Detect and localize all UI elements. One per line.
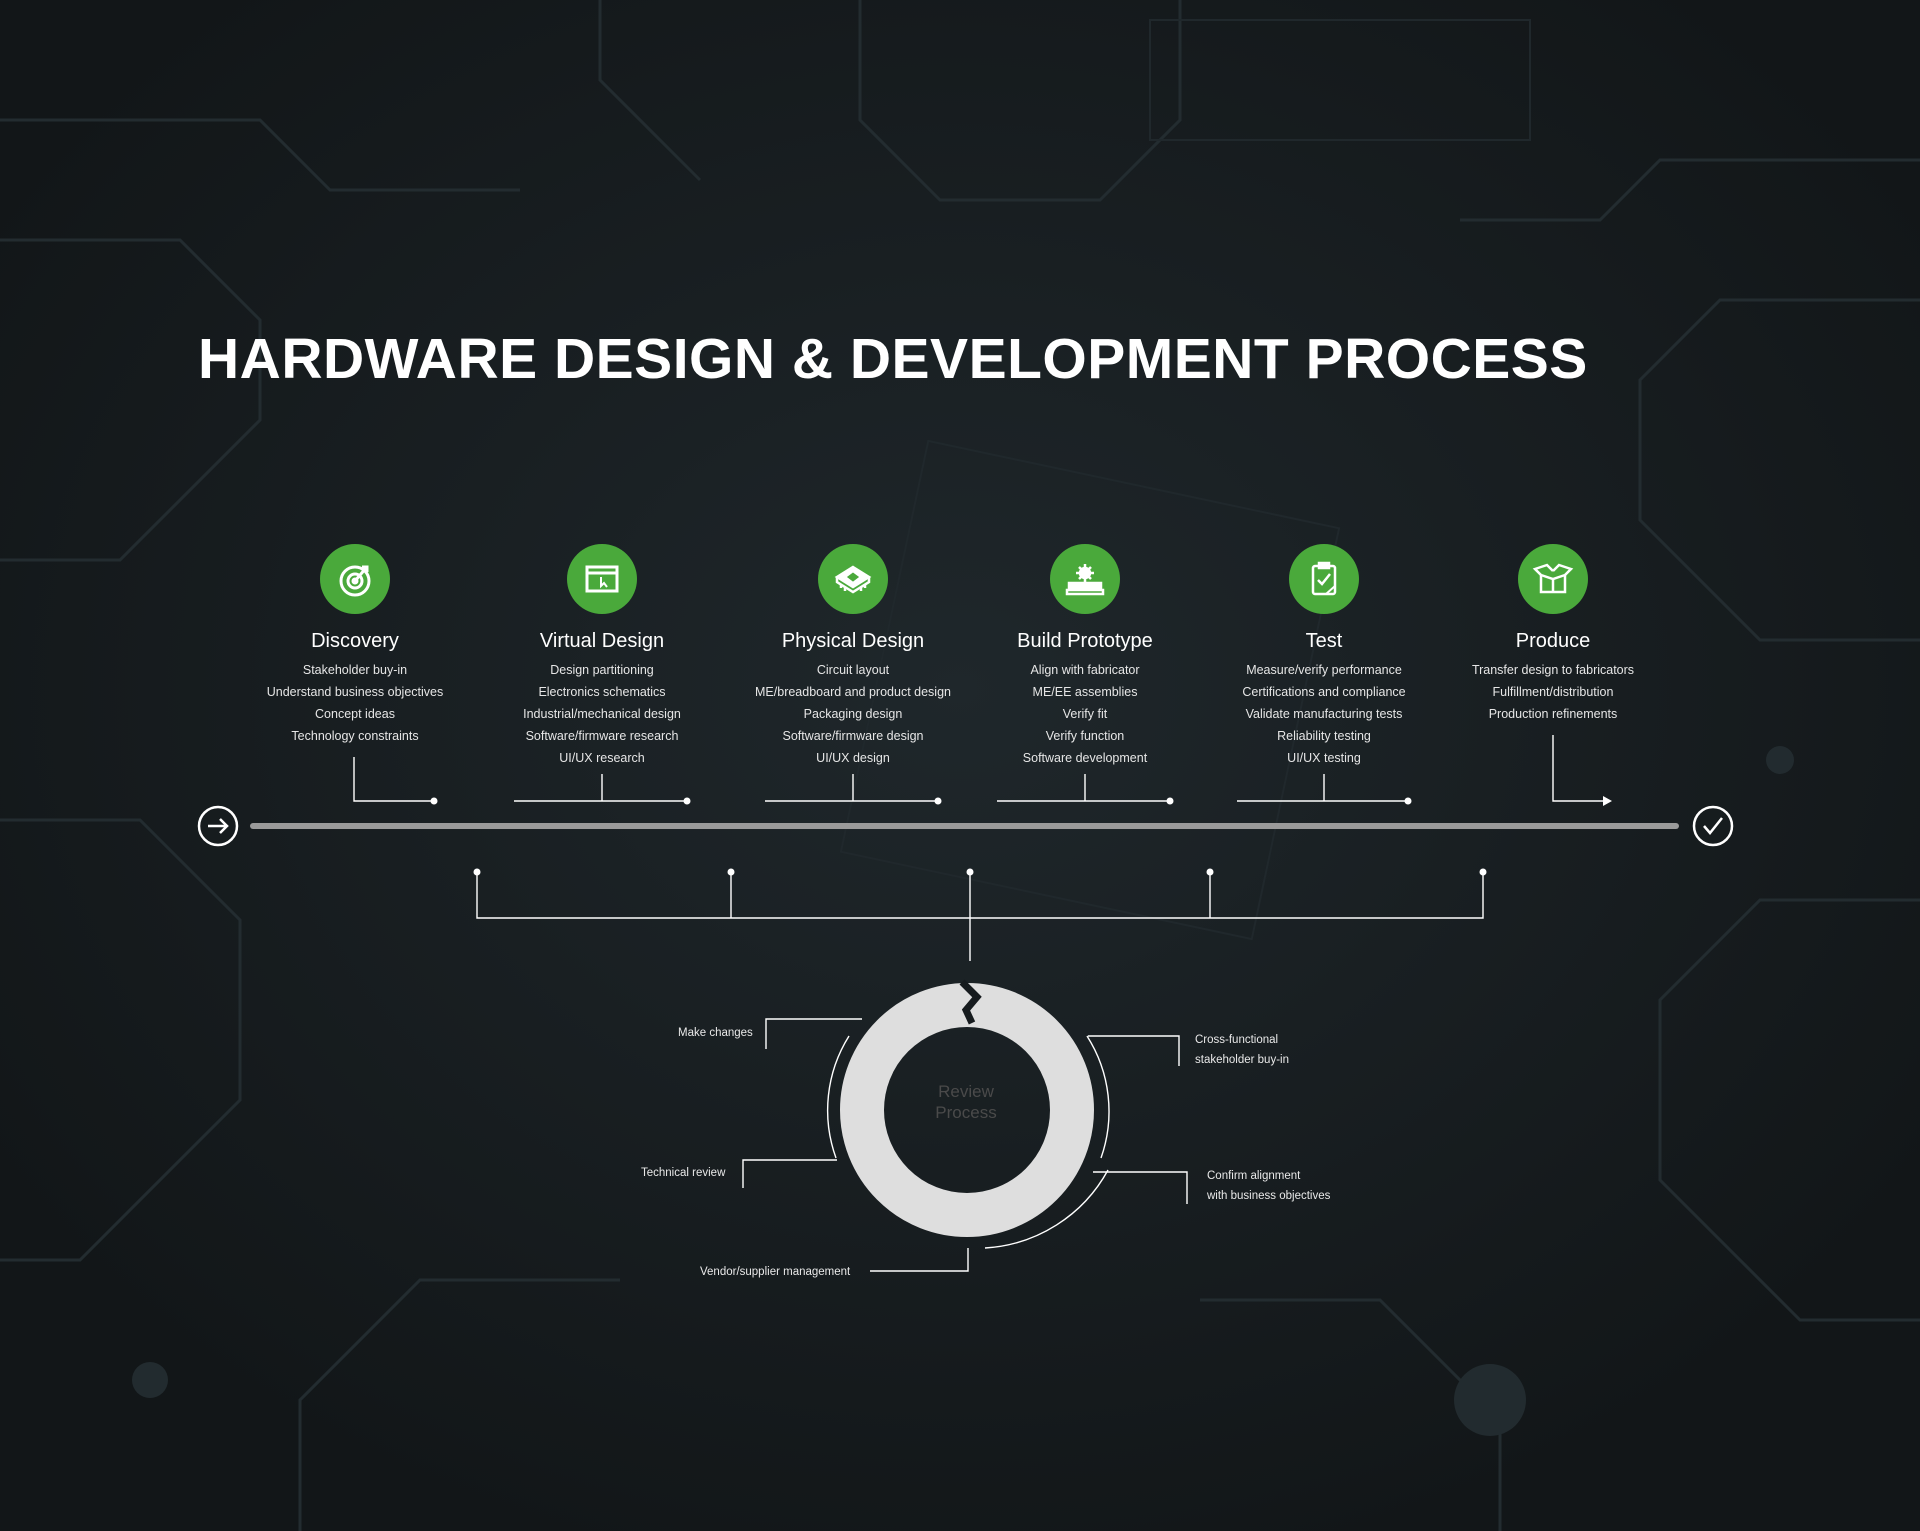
stage-test: Test Measure/verify performance Certific… [1194,544,1454,769]
stage-item: Align with fabricator [1030,663,1140,677]
branch-dot [1479,868,1487,876]
leader-make-changes [765,1018,862,1049]
stage-item: Verify fit [1062,707,1108,721]
label-cross-functional-line1: Cross-functional [1195,1034,1279,1046]
stage-item: UI/UX design [816,751,890,765]
stage-physical-design: Physical Design Circuit layout ME/breadb… [723,544,983,769]
target-icon [320,544,390,614]
gear-assembly-icon [1050,544,1120,614]
stage-item: Packaging design [803,707,903,721]
review-process-label: Review Process [906,1081,1026,1123]
stage-name: Build Prototype [1017,630,1153,652]
label-make-changes: Make changes [678,1027,753,1039]
label-confirm-line1: Confirm alignment [1207,1170,1301,1182]
connector-dot [683,797,691,805]
stage-item: Software/firmware design [782,729,924,743]
label-cross-functional-line2: stakeholder buy-in [1195,1054,1289,1066]
leader-vendor [870,1248,969,1272]
stage-item: Circuit layout [816,663,890,677]
open-box-icon [1518,544,1588,614]
connector-dot [1166,797,1174,805]
branch-dot [727,868,735,876]
leader-cross-functional [1088,1035,1180,1066]
label-technical-review: Technical review [641,1167,726,1179]
page-title: HARDWARE DESIGN & DEVELOPMENT PROCESS [198,327,1588,391]
label-confirm-line2: with business objectives [1207,1190,1331,1202]
stage-item: ME/EE assemblies [1032,685,1138,699]
stage-item: UI/UX testing [1287,751,1361,765]
review-branch [476,872,1484,961]
stage-item: Concept ideas [315,707,395,721]
stage-build-prototype: Build Prototype Align with fabricator ME… [955,544,1215,769]
label-cross-functional: Cross-functional stakeholder buy-in [1195,1030,1289,1070]
stage-item: UI/UX research [559,751,645,765]
stage-item: Design partitioning [550,663,654,677]
connector-test [1237,774,1408,802]
browser-window-icon [567,544,637,614]
branch-dot [473,868,481,876]
review-ring-gap [959,979,982,1025]
stage-item: Understand business objectives [266,685,444,699]
branch-dot [966,868,974,876]
leader-confirm [1093,1171,1188,1204]
review-center-line2: Process [935,1103,997,1122]
stage-name: Physical Design [781,630,925,652]
stage-item: Industrial/mechanical design [523,707,681,721]
stage-produce: Produce Transfer design to fabricators F… [1423,544,1683,725]
stage-item: Certifications and compliance [1242,685,1406,699]
connector-dot [430,797,438,805]
produce-arrowhead [1603,796,1612,806]
stage-item: Electronics schematics [538,685,666,699]
timeline-end-checkmark-icon [1692,805,1734,847]
stage-item: Stakeholder buy-in [302,663,408,677]
clipboard-check-icon [1289,544,1359,614]
connector-produce [1552,735,1606,802]
connector-physical-design [765,774,938,802]
label-vendor: Vendor/supplier management [700,1266,851,1278]
stage-name: Discovery [311,630,399,652]
timeline-start-arrow-right-icon [197,805,239,847]
connector-discovery [353,757,434,802]
stage-item: Software development [1022,751,1148,765]
stage-name: Virtual Design [539,630,665,652]
stage-item: ME/breadboard and product design [755,685,951,699]
leader-technical-review [742,1159,837,1188]
connector-virtual-design [514,774,687,802]
review-center-line1: Review [938,1082,994,1101]
stage-item: Verify function [1045,729,1125,743]
branch-dot [1206,868,1214,876]
connector-dot [1404,797,1412,805]
stage-item: Software/firmware research [525,729,679,743]
stage-item: Validate manufacturing tests [1245,707,1403,721]
stage-item: Production refinements [1488,707,1618,721]
connector-dot [934,797,942,805]
stage-virtual-design: Virtual Design Design partitioning Elect… [472,544,732,769]
stage-item: Reliability testing [1277,729,1371,743]
connector-build-prototype [997,774,1170,802]
stage-name: Test [1305,630,1343,652]
label-confirm-alignment: Confirm alignment with business objectiv… [1207,1166,1330,1206]
outer-arc-left [826,1035,850,1159]
chip-icon [818,544,888,614]
stage-item: Measure/verify performance [1246,663,1402,677]
outer-arc-bottom [984,1169,1109,1249]
stage-item: Transfer design to fabricators [1471,663,1635,677]
stage-discovery: Discovery Stakeholder buy-in Understand … [225,544,485,747]
stage-item: Technology constraints [291,729,419,743]
outer-arc-right [1086,1035,1110,1159]
stage-item: Fulfillment/distribution [1492,685,1614,699]
stage-name: Produce [1515,630,1591,652]
